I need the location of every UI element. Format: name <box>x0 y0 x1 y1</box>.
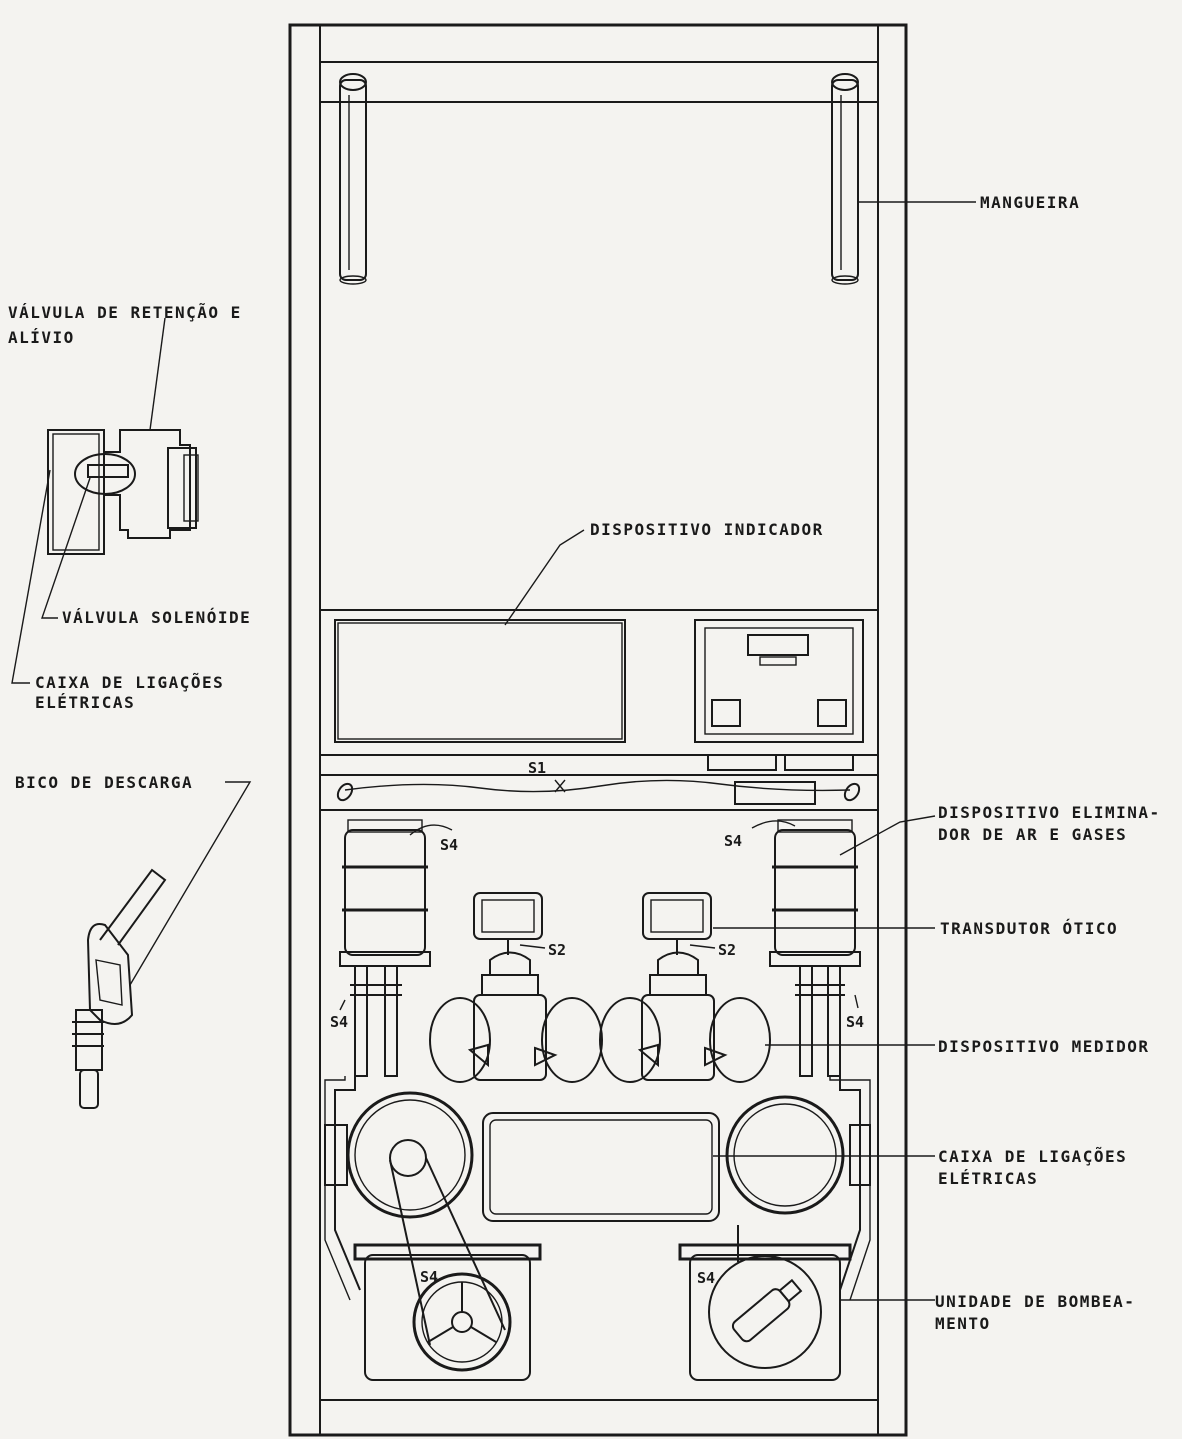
label-caixa-ligacoes-left-line2: ELÉTRICAS <box>35 693 135 712</box>
control-panel <box>694 619 864 805</box>
cabinet-frame <box>288 23 908 1437</box>
label-bico-descarga: BICO DE DESCARGA <box>15 773 193 792</box>
seal-s2-right: S2 <box>718 941 736 959</box>
seal-s1-label: S1 <box>528 759 546 777</box>
label-dispositivo-indicador: DISPOSITIVO INDICADOR <box>590 520 824 539</box>
meter-right <box>599 892 771 1083</box>
seal-s2-left: S2 <box>548 941 566 959</box>
label-valvula-retencao-line1: VÁLVULA DE RETENÇÃO E <box>8 303 242 322</box>
label-caixa-ligacoes-left-line1: CAIXA DE LIGAÇÕES <box>35 673 224 692</box>
label-eliminador-line2: DOR DE AR E GASES <box>938 825 1127 844</box>
piping <box>324 1076 871 1301</box>
label-valvula-retencao-line2: ALÍVIO <box>8 328 75 347</box>
label-caixa-ligacoes-right-line2: ELÉTRICAS <box>938 1169 1038 1188</box>
pump-unit-right <box>678 1225 852 1381</box>
meter-left <box>429 892 603 1083</box>
seal-s1-wire <box>336 779 861 802</box>
label-valvula-solenoide: VÁLVULA SOLENÓIDE <box>62 608 251 627</box>
seal-s4-bottom-left: S4 <box>420 1268 438 1286</box>
discharge-nozzle <box>72 868 167 1109</box>
seal-s4-top-left: S4 <box>440 836 458 854</box>
seal-markers: S1 S2 S2 S4 S4 S4 S4 S4 S4 <box>330 759 864 1287</box>
pump-unit-left <box>353 1243 542 1381</box>
label-bombeamento-line1: UNIDADE DE BOMBEA- <box>935 1292 1135 1311</box>
air-eliminator-right <box>769 819 861 1077</box>
label-bombeamento-line2: MENTO <box>935 1314 991 1333</box>
label-medidor: DISPOSITIVO MEDIDOR <box>938 1037 1150 1056</box>
central-electrical-box <box>482 1112 720 1222</box>
valve-assembly <box>47 429 199 555</box>
label-caixa-ligacoes-right-line1: CAIXA DE LIGAÇÕES <box>938 1147 1127 1166</box>
seal-s4-mid-right: S4 <box>846 1013 864 1031</box>
label-transdutor: TRANSDUTOR ÓTICO <box>940 919 1118 938</box>
indicator-display <box>334 619 626 743</box>
labels: MANGUEIRA VÁLVULA DE RETENÇÃO E ALÍVIO V… <box>8 193 1161 1333</box>
seal-s4-mid-left: S4 <box>330 1013 348 1031</box>
hose-right <box>831 73 859 285</box>
air-eliminator-left <box>339 819 431 1077</box>
seal-s4-bottom-right: S4 <box>697 1269 715 1287</box>
seal-s4-top-right: S4 <box>724 832 742 850</box>
leader-lines <box>11 201 976 1301</box>
label-eliminador-line1: DISPOSITIVO ELIMINA- <box>938 803 1161 822</box>
label-mangueira: MANGUEIRA <box>980 193 1080 212</box>
hose-left <box>339 73 367 285</box>
motor-right <box>725 1095 871 1215</box>
